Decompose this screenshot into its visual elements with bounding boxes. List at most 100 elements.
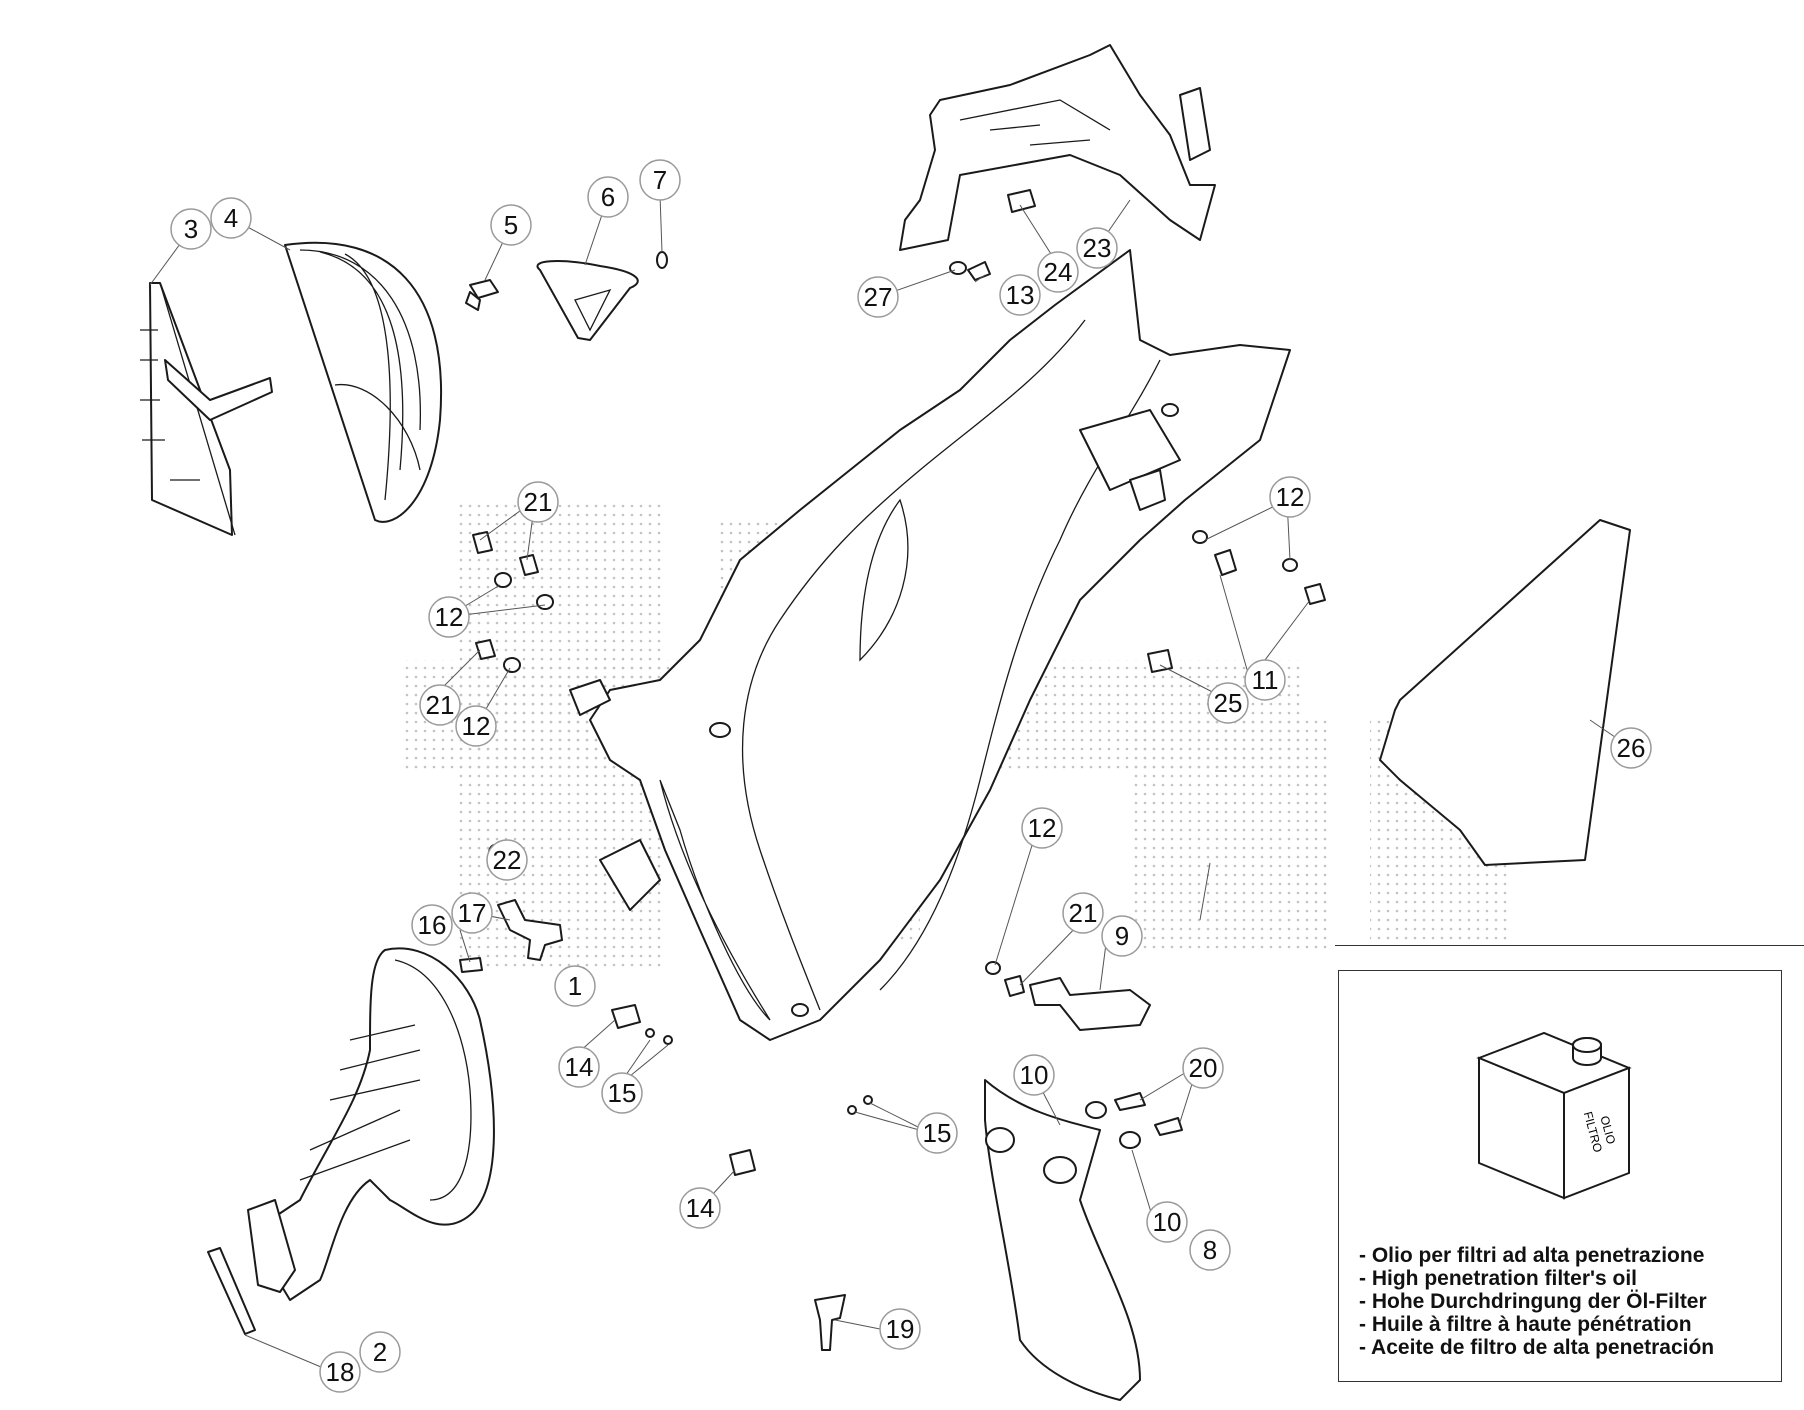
- callout-26: 26: [1610, 727, 1652, 769]
- callout-17: 17: [451, 892, 493, 934]
- bolt-part: [967, 261, 991, 281]
- svg-text:21: 21: [426, 690, 455, 720]
- washer-part: [1282, 558, 1298, 572]
- callout-14: 14: [558, 1046, 600, 1088]
- callout-22: 22: [486, 839, 528, 881]
- intake-boot-part: [247, 947, 495, 1301]
- callout-6: 6: [587, 176, 629, 218]
- rivet-part: [814, 1294, 846, 1351]
- callout-4: 4: [210, 197, 252, 239]
- screw-part: [645, 1028, 655, 1038]
- svg-text:13: 13: [1006, 280, 1035, 310]
- callout-5: 5: [490, 204, 532, 246]
- svg-text:22: 22: [493, 845, 522, 875]
- washer-part: [536, 594, 554, 610]
- bolt-part: [472, 531, 493, 554]
- callout-12: 12: [1269, 476, 1311, 518]
- callout-21: 21: [517, 481, 559, 523]
- bolt-part: [1304, 583, 1326, 605]
- note-frame-line: [1335, 945, 1804, 946]
- callout-27: 27: [857, 276, 899, 318]
- nut-part: [1147, 649, 1173, 673]
- svg-text:5: 5: [504, 210, 518, 240]
- svg-text:27: 27: [864, 282, 893, 312]
- svg-text:15: 15: [923, 1118, 952, 1148]
- svg-text:2: 2: [373, 1337, 387, 1367]
- callout-19: 19: [879, 1308, 921, 1350]
- oil-note-text: - Olio per filtri ad alta penetrazione -…: [1359, 1244, 1714, 1359]
- bolt-part: [1114, 1092, 1146, 1111]
- callout-7: 7: [639, 159, 681, 201]
- svg-text:12: 12: [435, 602, 464, 632]
- callout-8: 8: [1189, 1229, 1231, 1271]
- rod-part: [207, 1247, 256, 1335]
- oil-note-line-de: - Hohe Durchdringung der Öl-Filter: [1359, 1290, 1707, 1313]
- air-filter-part: [284, 241, 443, 523]
- callout-12: 12: [455, 705, 497, 747]
- svg-text:4: 4: [224, 203, 238, 233]
- oil-note-line-es: - Aceite de filtro de alta penetración: [1359, 1336, 1715, 1359]
- bolt-part: [1214, 549, 1237, 576]
- bolt-part: [475, 639, 496, 660]
- screw-part: [863, 1095, 873, 1105]
- svg-text:14: 14: [686, 1193, 715, 1223]
- callout-9: 9: [1101, 915, 1143, 957]
- bolt-part: [1004, 975, 1025, 997]
- svg-text:16: 16: [418, 910, 447, 940]
- callout-markers: 1 2 3 4 5 6 7 8 9 10 10 11 12 12 12 12 1…: [170, 159, 1652, 1393]
- svg-text:12: 12: [1028, 813, 1057, 843]
- screw-part: [465, 279, 499, 311]
- grommet-part: [1119, 1131, 1141, 1149]
- callout-13: 13: [999, 274, 1041, 316]
- svg-text:25: 25: [1214, 688, 1243, 718]
- svg-text:7: 7: [653, 165, 667, 195]
- callout-11: 11: [1244, 659, 1286, 701]
- callout-25: 25: [1207, 682, 1249, 724]
- svg-text:17: 17: [458, 898, 487, 928]
- svg-text:18: 18: [326, 1357, 355, 1387]
- pin-part: [459, 957, 483, 973]
- svg-text:26: 26: [1617, 733, 1646, 763]
- washer-part: [949, 261, 967, 275]
- svg-text:24: 24: [1044, 257, 1073, 287]
- svg-text:14: 14: [565, 1052, 594, 1082]
- washer-part: [656, 251, 668, 269]
- foam-panel-part: [1379, 519, 1631, 866]
- callout-14: 14: [679, 1187, 721, 1229]
- callout-3: 3: [170, 208, 212, 250]
- callout-15: 15: [916, 1112, 958, 1154]
- callout-23: 23: [1076, 227, 1118, 269]
- callout-12: 12: [428, 596, 470, 638]
- guard-panel-part: [984, 1079, 1141, 1401]
- svg-text:8: 8: [1203, 1235, 1217, 1265]
- svg-text:19: 19: [886, 1314, 915, 1344]
- svg-text:10: 10: [1153, 1207, 1182, 1237]
- filter-cage-part: [140, 282, 273, 536]
- svg-text:21: 21: [524, 487, 553, 517]
- callout-15: 15: [601, 1072, 643, 1114]
- svg-text:3: 3: [184, 214, 198, 244]
- oil-can-icon: OLIO FILTRO: [1476, 1031, 1632, 1200]
- callout-10: 10: [1013, 1054, 1055, 1096]
- callout-2: 2: [359, 1331, 401, 1373]
- oil-note-line-en: - High penetration filter's oil: [1359, 1267, 1638, 1290]
- strap-part: [1029, 977, 1151, 1031]
- clip-part: [536, 260, 639, 341]
- callout-24: 24: [1037, 251, 1079, 293]
- nut-part: [1007, 189, 1036, 213]
- screw-part: [663, 1035, 673, 1045]
- svg-text:12: 12: [1276, 482, 1305, 512]
- svg-text:9: 9: [1115, 921, 1129, 951]
- callout-20: 20: [1182, 1047, 1224, 1089]
- svg-text:1: 1: [568, 971, 582, 1001]
- top-bracket-part: [899, 44, 1216, 251]
- svg-text:11: 11: [1252, 665, 1279, 695]
- svg-text:6: 6: [601, 182, 615, 212]
- bolt-part: [1154, 1117, 1183, 1136]
- svg-text:20: 20: [1189, 1053, 1218, 1083]
- callout-16: 16: [411, 904, 453, 946]
- bracket-part: [497, 899, 563, 961]
- callout-18: 18: [319, 1351, 361, 1393]
- svg-text:23: 23: [1083, 233, 1112, 263]
